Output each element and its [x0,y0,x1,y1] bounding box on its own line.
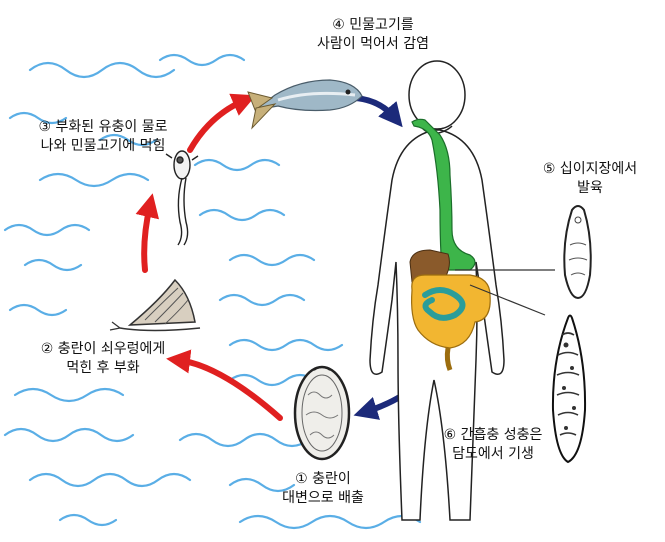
stage-6-label: ⑥ 간흡충 성충은 담도에서 기생 [418,426,568,464]
stage-2-line-2: 먹힌 후 부화 [66,360,140,376]
larva-icon [165,150,199,246]
stage-4-label: ④ 민물고기를 사람이 먹어서 감염 [288,16,458,54]
stage-5-line-1: ⑤ 십이지장에서 [542,161,638,177]
stage-1-label: ① 충란이 대변으로 배출 [258,470,388,508]
adult-fluke-icon [551,314,587,464]
stage-1-line-2: 대변으로 배출 [282,490,364,506]
stage-3-line-1: ③ 부화된 유충이 물로 [38,119,168,135]
snail-icon [109,278,201,332]
stage-4-line-1: ④ 민물고기를 [332,17,414,33]
stage-6-line-1: ⑥ 간흡충 성충은 [443,427,543,443]
stage-1-line-1: ① 충란이 [295,471,351,487]
red-cycle-arrows [135,93,283,421]
stage-5-line-2: 발육 [577,180,603,196]
stage-2-line-1: ② 충란이 쇠우렁에게 [40,341,166,357]
juvenile-fluke-icon [563,205,592,300]
stage-4-line-2: 사람이 먹어서 감염 [317,36,429,52]
human-body-icon [369,60,555,521]
stage-6-line-2: 담도에서 기생 [452,446,534,462]
water-wave-icon [3,53,422,530]
stage-3-label: ③ 부화된 유충이 물로 나와 민물고기에 먹힘 [8,118,198,156]
egg-icon [293,365,351,461]
stage-5-label: ⑤ 십이지장에서 발육 [520,160,660,198]
stage-3-line-2: 나와 민물고기에 먹힘 [40,138,166,154]
stage-2-label: ② 충란이 쇠우렁에게 먹힌 후 부화 [18,340,188,378]
fish-icon [247,79,363,130]
